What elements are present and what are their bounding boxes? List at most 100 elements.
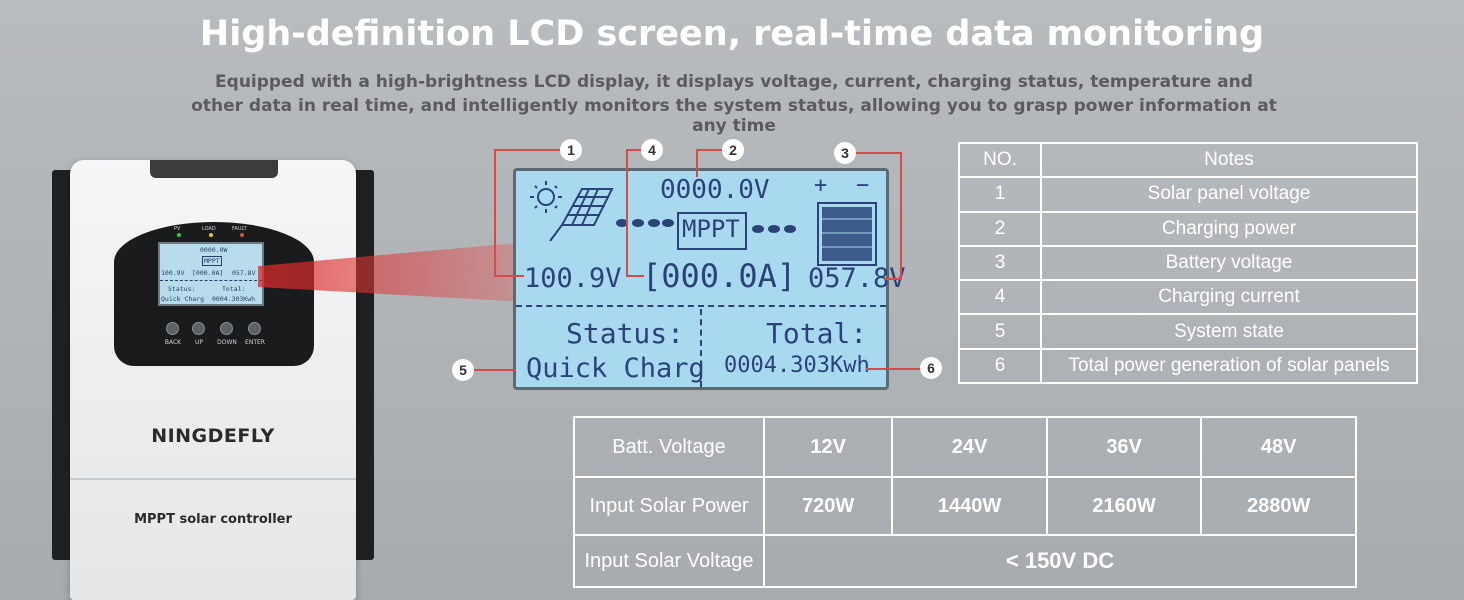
table-row: 2 Charging power (958, 210, 1418, 247)
batt-voltage-48: 48V (1200, 416, 1357, 478)
back-label: BACK (164, 339, 182, 346)
batt-voltage-36: 36V (1045, 416, 1203, 478)
controller-device: PV LOAD FAULT 0000.0W MPPT 100.9V [000.0… (48, 160, 378, 600)
brand-logo: NINGDEFLY (151, 425, 275, 447)
device-body: PV LOAD FAULT 0000.0W MPPT 100.9V [000.0… (70, 160, 356, 600)
mini-divider (160, 280, 262, 281)
note-text: System state (1040, 313, 1418, 350)
cooling-fan (150, 160, 278, 178)
callout-1-line-top (494, 149, 560, 151)
notes-header-notes: Notes (1040, 141, 1418, 179)
table-row: 6 Total power generation of solar panels (958, 347, 1418, 385)
subtitle-line-2: other data in real time, and intelligent… (191, 96, 1277, 136)
fault-led-icon (240, 233, 244, 237)
flow-dots-right (752, 225, 796, 233)
callout-4-line-vertical (626, 149, 628, 276)
minus-sign: − (856, 173, 870, 198)
mini-batt-voltage: 057.8V (232, 269, 256, 277)
note-number: 6 (958, 347, 1042, 385)
callout-2: 2 (722, 139, 744, 161)
up-label: UP (194, 339, 203, 346)
note-number: 3 (958, 244, 1042, 282)
mini-total-label: Total: (222, 285, 246, 293)
note-text: Charging power (1040, 210, 1418, 247)
note-number: 2 (958, 210, 1042, 247)
table-row: 1 Solar panel voltage (958, 176, 1418, 213)
table-row: NO. Notes (958, 141, 1418, 179)
page-title: High-definition LCD screen, real-time da… (199, 14, 1265, 54)
callout-3: 3 (834, 142, 856, 164)
input-power-label: Input Solar Power (573, 476, 765, 536)
table-row: 4 Charging current (958, 279, 1418, 316)
device-divider (70, 478, 356, 480)
device-mini-lcd: 0000.0W MPPT 100.9V [000.0A] 057.8V Stat… (158, 242, 264, 306)
note-text: Charging current (1040, 279, 1418, 316)
table-row: 5 System state (958, 313, 1418, 350)
solar-panel-icon (549, 188, 614, 242)
note-text: Battery voltage (1040, 244, 1418, 282)
mini-status-value: Quick Charg (161, 295, 205, 303)
lcd-mppt: MPPT (682, 215, 740, 243)
callout-2-line-top (696, 149, 722, 151)
lcd-status-value: Quick Charg (526, 353, 705, 384)
back-button[interactable] (166, 322, 179, 335)
callout-1-line-bottom (494, 275, 524, 277)
input-power-2160: 2160W (1045, 476, 1203, 536)
note-number: 5 (958, 313, 1042, 350)
input-power-720: 720W (762, 476, 894, 536)
down-button[interactable] (220, 322, 233, 335)
enter-button[interactable] (248, 322, 261, 335)
callout-1-line-vertical (494, 149, 496, 276)
callout-3-line-top (856, 152, 902, 154)
led-label-load: LOAD (202, 226, 216, 232)
mini-mppt: MPPT (202, 256, 222, 266)
notes-table: NO. Notes 1 Solar panel voltage 2 Chargi… (958, 141, 1418, 385)
lcd-divider (516, 305, 886, 307)
callout-6-line (866, 368, 922, 370)
input-voltage-label: Input Solar Voltage (573, 534, 765, 588)
up-button[interactable] (192, 322, 205, 335)
mini-power: 0000.0W (200, 246, 228, 254)
mini-status-label: Status: (168, 285, 196, 293)
sun-icon (530, 181, 562, 213)
led-label-pv: PV (174, 226, 181, 232)
mppt-box (677, 212, 747, 250)
callout-3-line-vertical (900, 152, 902, 280)
table-row: Input Solar Voltage < 150V DC (573, 534, 1357, 588)
load-led-icon (209, 233, 213, 237)
note-text: Solar panel voltage (1040, 176, 1418, 213)
down-label: DOWN (217, 339, 237, 346)
notes-header-no: NO. (958, 141, 1042, 179)
callout-2-line-vertical (696, 149, 698, 177)
callout-1: 1 (560, 139, 582, 161)
callout-6: 6 (920, 357, 942, 379)
lcd-current: [000.0A] (642, 257, 797, 295)
enter-label: ENTER (245, 339, 265, 346)
lcd-display: + − 0000.0V MPPT 100.9V [000.0A] 057.8V … (513, 168, 906, 390)
pv-led-icon (177, 233, 181, 237)
callout-3-line-bottom (884, 278, 902, 280)
input-power-1440: 1440W (891, 476, 1048, 536)
lcd-status-label: Status: (566, 317, 685, 350)
lcd-total-label: Total: (766, 317, 868, 350)
batt-voltage-label: Batt. Voltage (573, 416, 765, 478)
mini-pv-voltage: 100.9V (161, 269, 185, 277)
lcd-pv-voltage: 100.9V (524, 263, 622, 294)
batt-voltage-24: 24V (891, 416, 1048, 478)
callout-4: 4 (641, 139, 663, 161)
table-row: Batt. Voltage 12V 24V 36V 48V (573, 416, 1357, 478)
input-power-2880: 2880W (1200, 476, 1357, 536)
lcd-power: 0000.0V (660, 175, 770, 205)
batt-voltage-12: 12V (762, 416, 894, 478)
device-faceplate: PV LOAD FAULT 0000.0W MPPT 100.9V [000.0… (114, 222, 314, 366)
lcd-vertical-divider (700, 309, 702, 387)
device-model: MPPT solar controller (134, 512, 292, 527)
callout-4-line-top (626, 149, 644, 151)
note-number: 4 (958, 279, 1042, 316)
callout-4-line-bottom (626, 275, 644, 277)
table-row: Input Solar Power 720W 1440W 2160W 2880W (573, 476, 1357, 536)
table-row: 3 Battery voltage (958, 244, 1418, 282)
callout-5-line (472, 369, 516, 371)
battery-icon (817, 202, 877, 266)
input-voltage-value: < 150V DC (763, 534, 1357, 588)
